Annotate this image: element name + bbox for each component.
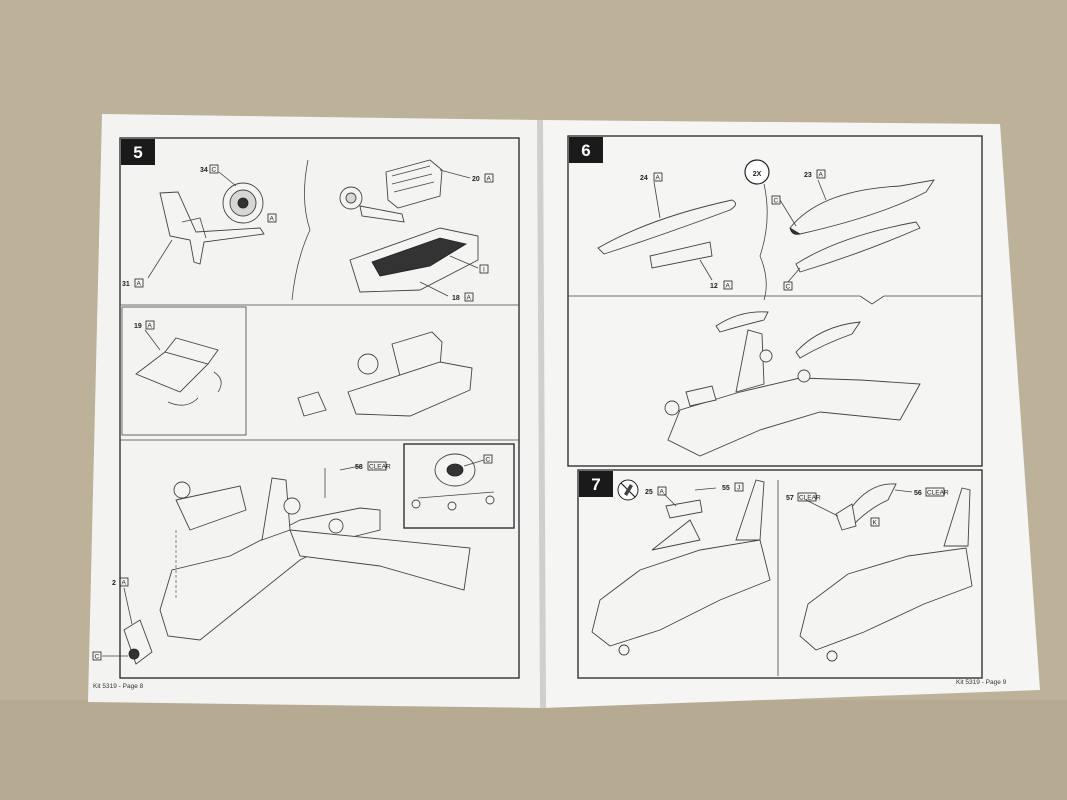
- no-glue-icon: [617, 479, 639, 501]
- step-5-badge: [121, 139, 155, 165]
- right-page-footer: Kit 5319 - Page 9: [956, 679, 1007, 686]
- svg-text:57: 57: [786, 495, 794, 502]
- svg-text:C: C: [212, 167, 217, 174]
- assembled-wheel-well: [297, 331, 473, 417]
- cockpit-assembly-left: [591, 479, 771, 656]
- multiplier-badge: [744, 159, 770, 185]
- svg-text:A: A: [270, 216, 275, 223]
- svg-text:55: 55: [722, 485, 730, 492]
- svg-text:A: A: [487, 176, 492, 183]
- nose-gear-inset: [403, 443, 515, 529]
- svg-text:58: 58: [355, 464, 363, 471]
- svg-text:19: 19: [134, 323, 142, 330]
- svg-text:12: 12: [710, 283, 718, 290]
- svg-text:2: 2: [112, 580, 116, 587]
- nose-gear-inset-art: [411, 453, 495, 511]
- svg-text:24: 24: [640, 175, 648, 182]
- svg-text:25: 25: [645, 489, 653, 496]
- cockpit-assembly-right: [799, 483, 973, 662]
- step-7-badge: [579, 471, 613, 497]
- svg-text:K: K: [873, 520, 878, 527]
- step-5-number: 5: [133, 143, 142, 162]
- step-7-panel: 7 25 A 55 J 57 CLEAR K: [577, 469, 983, 679]
- wheel-well-part: [339, 159, 479, 293]
- svg-text:J: J: [737, 485, 740, 492]
- svg-text:56: 56: [914, 490, 922, 497]
- svg-text:C: C: [95, 654, 100, 661]
- svg-text:A: A: [726, 283, 731, 290]
- svg-text:23: 23: [804, 172, 812, 179]
- step-7-number: 7: [591, 475, 600, 494]
- svg-text:34: 34: [200, 167, 208, 174]
- svg-text:A: A: [148, 323, 153, 330]
- svg-text:A: A: [122, 580, 127, 587]
- svg-text:A: A: [656, 175, 661, 182]
- svg-text:31: 31: [122, 281, 130, 288]
- svg-text:I: I: [483, 267, 485, 274]
- step-6-number: 6: [581, 141, 590, 160]
- svg-text:20: 20: [472, 176, 480, 183]
- svg-text:C: C: [486, 457, 491, 464]
- step-6-panel: 6 2X 24 A 12 A 23 A C C: [567, 135, 983, 467]
- drop-tank-parts: [597, 179, 935, 273]
- svg-text:A: A: [819, 172, 824, 179]
- svg-text:A: A: [467, 295, 472, 302]
- fuselage-assembly: [123, 468, 471, 665]
- aircraft-with-tanks: [664, 311, 921, 457]
- svg-text:C: C: [786, 284, 791, 291]
- svg-text:CLEAR: CLEAR: [799, 495, 821, 502]
- svg-text:A: A: [660, 489, 665, 496]
- left-page-footer: Kit 5319 - Page 8: [93, 683, 144, 690]
- step-6-badge: [569, 137, 603, 163]
- svg-text:A: A: [137, 281, 142, 288]
- svg-text:18: 18: [452, 295, 460, 302]
- svg-text:CLEAR: CLEAR: [927, 490, 949, 497]
- svg-text:C: C: [774, 198, 779, 205]
- svg-text:2X: 2X: [753, 171, 762, 178]
- step-5-panel: 5 34 C A 31 A 20 A: [92, 137, 520, 690]
- main-gear-assembly: [159, 182, 265, 265]
- svg-text:CLEAR: CLEAR: [369, 464, 391, 471]
- gear-door-part: [135, 337, 222, 406]
